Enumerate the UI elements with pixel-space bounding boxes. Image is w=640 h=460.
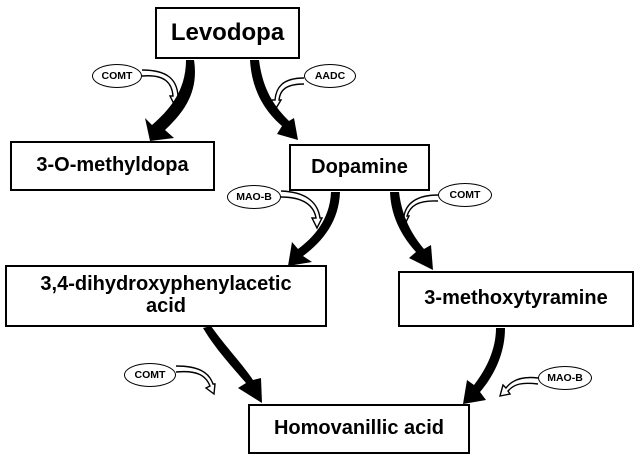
enzyme-label: AADC — [314, 70, 346, 82]
arrow-dopamine-to-dopac — [288, 192, 340, 266]
enzyme-comt-dopac: COMT — [124, 363, 176, 387]
node-dopac-label-line2: acid — [145, 295, 186, 317]
arrow-levodopa-to-methyldopa — [145, 60, 195, 141]
feed-arrow-maob-2 — [499, 376, 539, 397]
arrow-dopac-to-homovanillic — [203, 326, 262, 403]
node-levodopa: Levodopa — [155, 7, 300, 59]
node-dopamine: Dopamine — [289, 144, 430, 191]
enzyme-feed-arrows — [141, 69, 539, 397]
node-homovanillic-acid: Homovanillic acid — [248, 404, 470, 454]
enzyme-label: MAO-B — [236, 191, 272, 203]
feed-arrow-aadc — [269, 77, 305, 112]
arrow-levodopa-to-dopamine — [250, 60, 298, 140]
feed-arrow-comt-3 — [175, 365, 216, 396]
node-homovanillic-acid-label: Homovanillic acid — [273, 417, 445, 440]
node-3-o-methyldopa: 3-O-methyldopa — [10, 141, 215, 191]
arrow-methoxytyramine-to-homovanillic — [463, 328, 505, 404]
enzyme-label: COMT — [134, 369, 166, 381]
enzyme-aadc: AADC — [304, 64, 356, 88]
enzyme-mao-b-methoxytyramine: MAO-B — [538, 366, 592, 390]
node-levodopa-label: Levodopa — [170, 19, 285, 47]
feed-arrow-comt-2 — [398, 194, 439, 228]
arrow-dopamine-to-methoxytyramine — [390, 192, 433, 270]
enzyme-comt-dopamine: COMT — [438, 183, 492, 207]
node-3-o-methyldopa-label: 3-O-methyldopa — [36, 154, 189, 177]
node-3-methoxytyramine-label: 3-methoxytyramine — [424, 287, 608, 310]
enzyme-label: COMT — [101, 70, 133, 82]
feed-arrow-comt-1 — [141, 69, 183, 108]
node-dopac-label-line1: 3,4-dihydroxyphenylacetic — [40, 273, 292, 296]
enzyme-mao-b-dopamine: MAO-B — [227, 185, 281, 209]
enzyme-label: COMT — [449, 189, 481, 201]
feed-arrow-maob-1 — [280, 190, 324, 230]
node-dopac: 3,4-dihydroxyphenylacetic acid — [5, 265, 327, 327]
node-dopamine-label: Dopamine — [311, 155, 408, 178]
enzyme-comt-levodopa: COMT — [92, 64, 142, 88]
enzyme-label: MAO-B — [547, 372, 583, 384]
node-3-methoxytyramine: 3-methoxytyramine — [398, 271, 634, 327]
